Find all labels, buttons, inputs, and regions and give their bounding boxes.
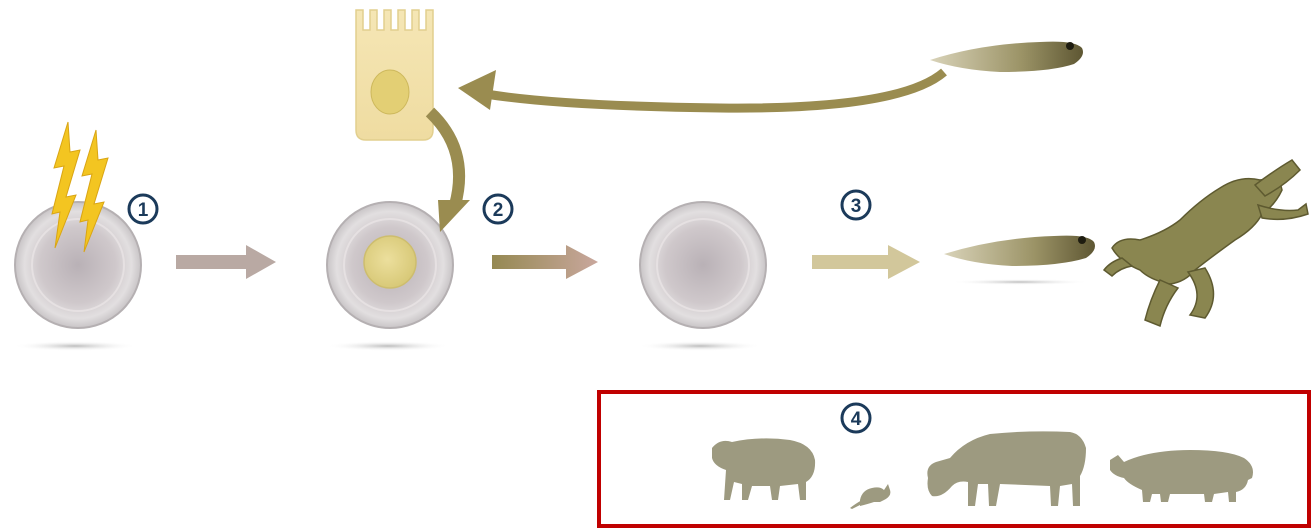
arrow-step-1 bbox=[176, 245, 276, 279]
egg-cell-2 bbox=[326, 202, 453, 351]
egg-cell-1 bbox=[13, 202, 141, 351]
arrow-nucleus-transfer-head bbox=[438, 200, 470, 232]
step-3-number: 3 bbox=[851, 196, 862, 217]
arrow-tadpole-to-cell bbox=[458, 70, 944, 110]
transplanted-nucleus bbox=[364, 236, 416, 288]
intestinal-cell-icon bbox=[356, 10, 433, 140]
frog-icon bbox=[1104, 160, 1308, 326]
sheep-icon bbox=[712, 438, 815, 500]
tadpole-icon bbox=[944, 236, 1095, 285]
arrow-step-3 bbox=[812, 245, 920, 279]
step-3-badge: 3 bbox=[842, 191, 870, 219]
step-2-number: 2 bbox=[493, 200, 504, 221]
step-1-number: 1 bbox=[138, 200, 149, 221]
arrow-nucleus-transfer bbox=[430, 112, 459, 205]
mouse-icon bbox=[850, 484, 890, 509]
step-4-number: 4 bbox=[851, 409, 862, 430]
cow-icon bbox=[927, 431, 1086, 506]
step-2-badge: 2 bbox=[484, 195, 512, 223]
step-4-badge: 4 bbox=[842, 404, 870, 432]
egg-cell-3 bbox=[638, 202, 766, 351]
step-1-badge: 1 bbox=[129, 195, 157, 223]
pig-icon bbox=[1110, 450, 1253, 502]
tadpole-icon bbox=[930, 42, 1083, 72]
arrow-step-2 bbox=[492, 245, 598, 279]
